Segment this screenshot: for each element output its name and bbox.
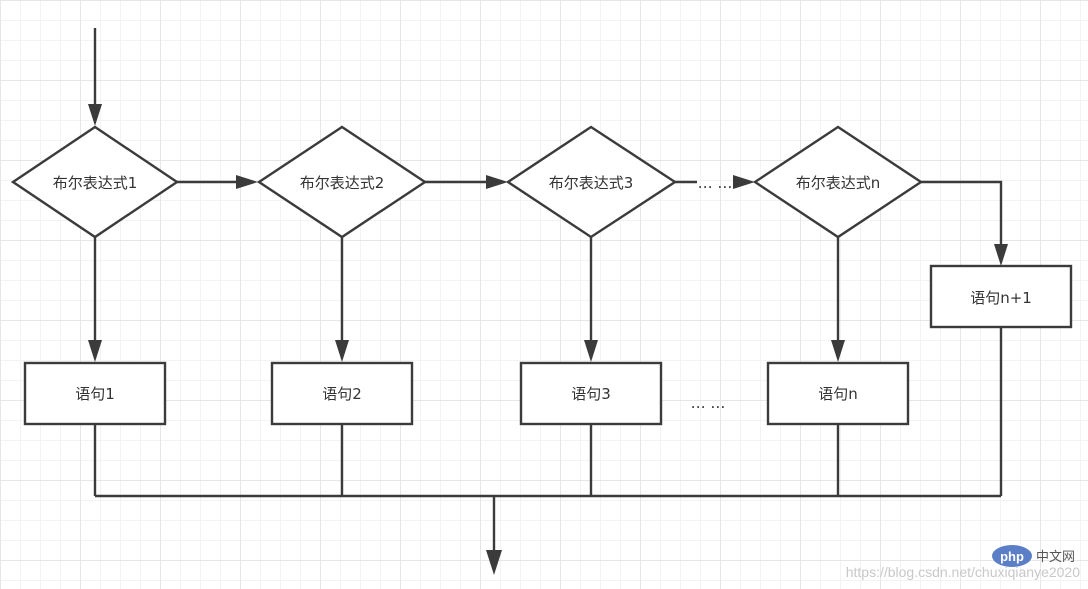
decision-diamond (256, 125, 428, 239)
statement-label: 语句n (818, 385, 858, 403)
statement-label: 语句1 (75, 385, 115, 403)
condition-2: 布尔表达式2 (256, 125, 428, 239)
condition-n: 布尔表达式n (752, 125, 924, 239)
site-name: 中文网 (1036, 550, 1075, 565)
statement-1: 语句1 (23, 361, 167, 426)
arrow-to-stmt3 (584, 340, 598, 362)
statement-box (519, 361, 663, 426)
arrowheads (88, 104, 1008, 575)
statement-box (766, 361, 910, 426)
arrow-to-stmt2 (335, 340, 349, 362)
link-condn-else (921, 180, 1003, 248)
arrow-to-cond3 (486, 175, 508, 189)
watermark: php 中文网 https://blog.csdn.net/chuxiqiany… (846, 545, 1080, 580)
statement-label: 语句n+1 (970, 289, 1032, 307)
statement-label: 语句2 (322, 385, 362, 403)
decision-diamond (10, 125, 180, 239)
connectors (93, 28, 1003, 552)
condition-3: 布尔表达式3 (505, 125, 678, 239)
arrow-to-stmtn (831, 340, 845, 362)
arrow-to-stmt1 (88, 340, 102, 362)
condition-label: 布尔表达式2 (300, 174, 385, 192)
decision-diamond (505, 125, 678, 239)
decision-diamond (752, 125, 924, 239)
statement-box (929, 264, 1073, 329)
condition-1: 布尔表达式1 (10, 125, 180, 239)
arrow-entry (88, 104, 102, 126)
arrow-to-condn (733, 175, 755, 189)
statement-n: 语句n (766, 361, 910, 426)
statement-3: 语句3 (519, 361, 663, 426)
arrow-to-cond2 (236, 175, 258, 189)
watermark-url: https://blog.csdn.net/chuxiqianye2020 (846, 564, 1080, 580)
condition-label: 布尔表达式1 (53, 174, 138, 192)
condition-label: 布尔表达式3 (549, 174, 634, 192)
arrow-to-else (994, 244, 1008, 266)
arrow-exit (486, 550, 502, 575)
condition-label: 布尔表达式n (796, 174, 881, 192)
statement-2: 语句2 (270, 361, 414, 426)
statement-box (270, 361, 414, 426)
ellipsis-bottom: … … (691, 394, 726, 412)
statement-box (23, 361, 167, 426)
ellipsis-top: … … (698, 174, 733, 192)
php-logo (992, 545, 1032, 567)
else-statement: 语句n+1 (929, 264, 1073, 329)
statement-label: 语句3 (571, 385, 611, 403)
php-logo-text: php (1000, 549, 1024, 564)
